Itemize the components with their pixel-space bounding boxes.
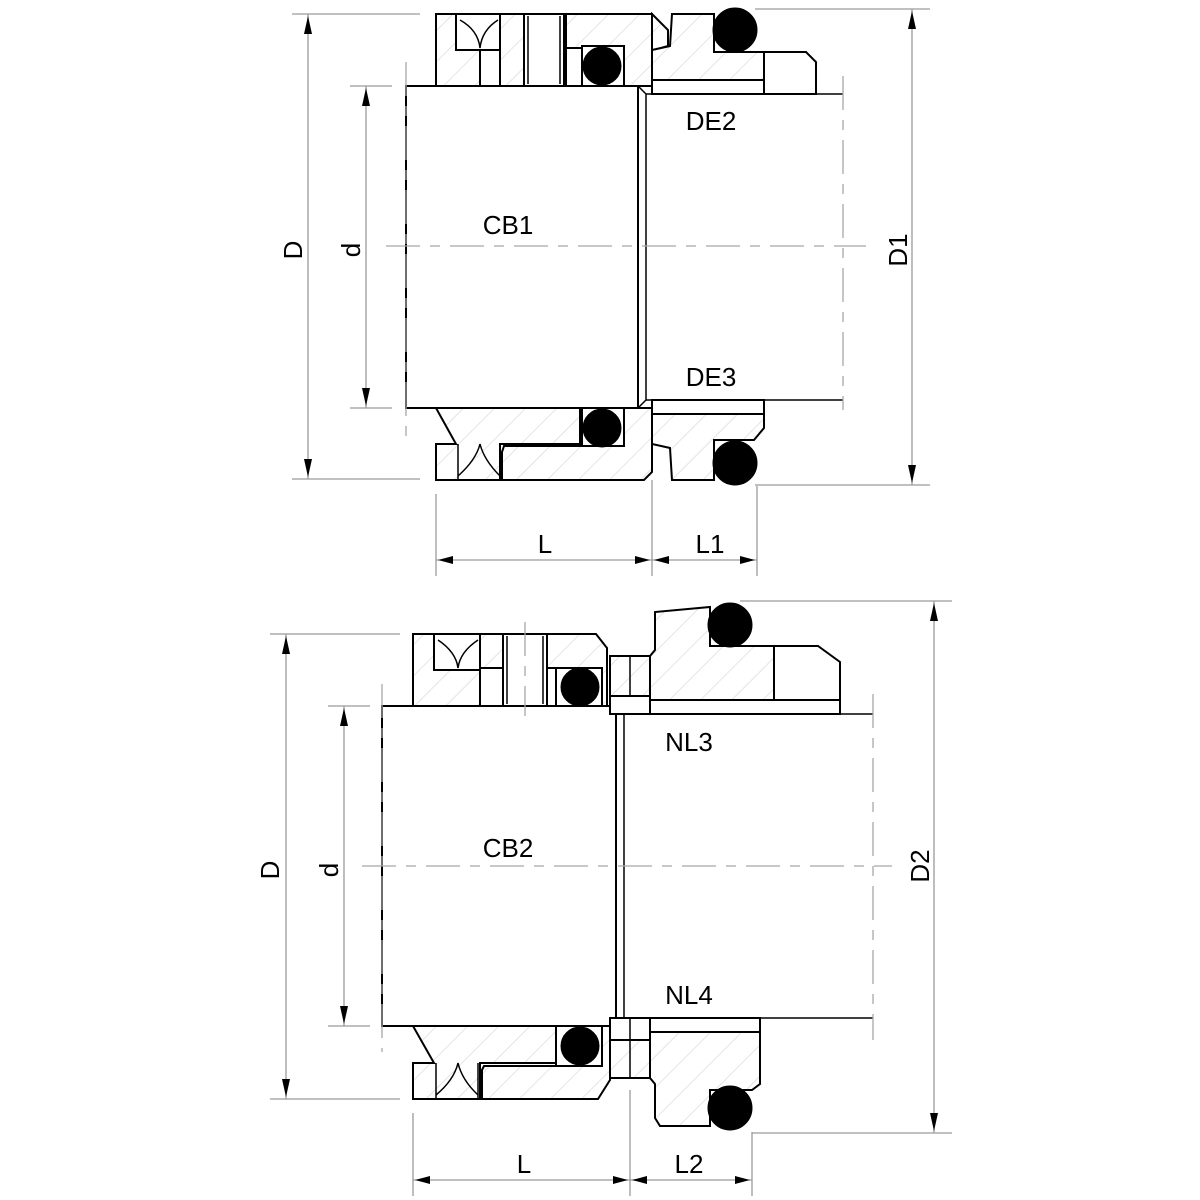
label-DE3: DE3 — [686, 362, 737, 392]
label-NL3: NL3 — [665, 727, 713, 757]
o-ring-icon — [707, 1085, 753, 1131]
label-L1: L1 — [696, 529, 725, 559]
figure-top: D d D1 L — [278, 7, 930, 576]
o-ring-icon — [707, 602, 753, 648]
dimension-L-top: L L1 — [435, 480, 758, 576]
stationary-seat-lower-bottom — [649, 1017, 761, 1131]
stationary-seat-upper-top — [651, 7, 817, 95]
label-D: D — [278, 241, 308, 260]
dimension-D-top: D — [278, 13, 420, 480]
o-ring-icon — [560, 667, 600, 707]
rotating-unit-upper-top — [435, 11, 669, 87]
label-L2: L2 — [675, 1149, 704, 1179]
label-D2: D2 — [905, 849, 935, 882]
rotating-unit-upper-bottom — [412, 633, 608, 707]
o-ring-icon — [582, 408, 622, 448]
dimension-L-bottom: L L2 — [412, 1090, 753, 1196]
label-CB2: CB2 — [483, 833, 534, 863]
o-ring-icon — [712, 440, 758, 486]
label-DE2: DE2 — [686, 106, 737, 136]
stationary-seat-lower-top — [651, 399, 765, 486]
label-D1: D1 — [883, 233, 913, 266]
label-NL4: NL4 — [665, 980, 713, 1010]
stationary-seat-upper-bottom — [649, 602, 841, 715]
dimension-D-bottom: D — [255, 633, 400, 1100]
adapter-ring-upper — [609, 655, 651, 715]
label-d: d — [336, 243, 366, 257]
dimension-d-top: d — [336, 85, 392, 409]
dimension-D2: D2 — [740, 600, 952, 1134]
label-L: L — [538, 529, 552, 559]
label-d: d — [314, 863, 344, 877]
adapter-ring-lower — [609, 1017, 651, 1079]
rotating-unit-lower-top — [434, 407, 653, 481]
rotating-unit-lower-bottom — [411, 1025, 611, 1100]
dimension-d-bottom: d — [314, 705, 370, 1027]
label-D: D — [255, 861, 285, 880]
o-ring-icon — [560, 1026, 600, 1066]
label-L: L — [517, 1149, 531, 1179]
label-CB1: CB1 — [483, 210, 534, 240]
figure-bottom: D d D2 L — [255, 600, 952, 1196]
o-ring-icon — [582, 46, 622, 86]
shaft-top — [405, 85, 843, 409]
o-ring-icon — [712, 7, 758, 53]
dimension-D1: D1 — [755, 8, 930, 486]
